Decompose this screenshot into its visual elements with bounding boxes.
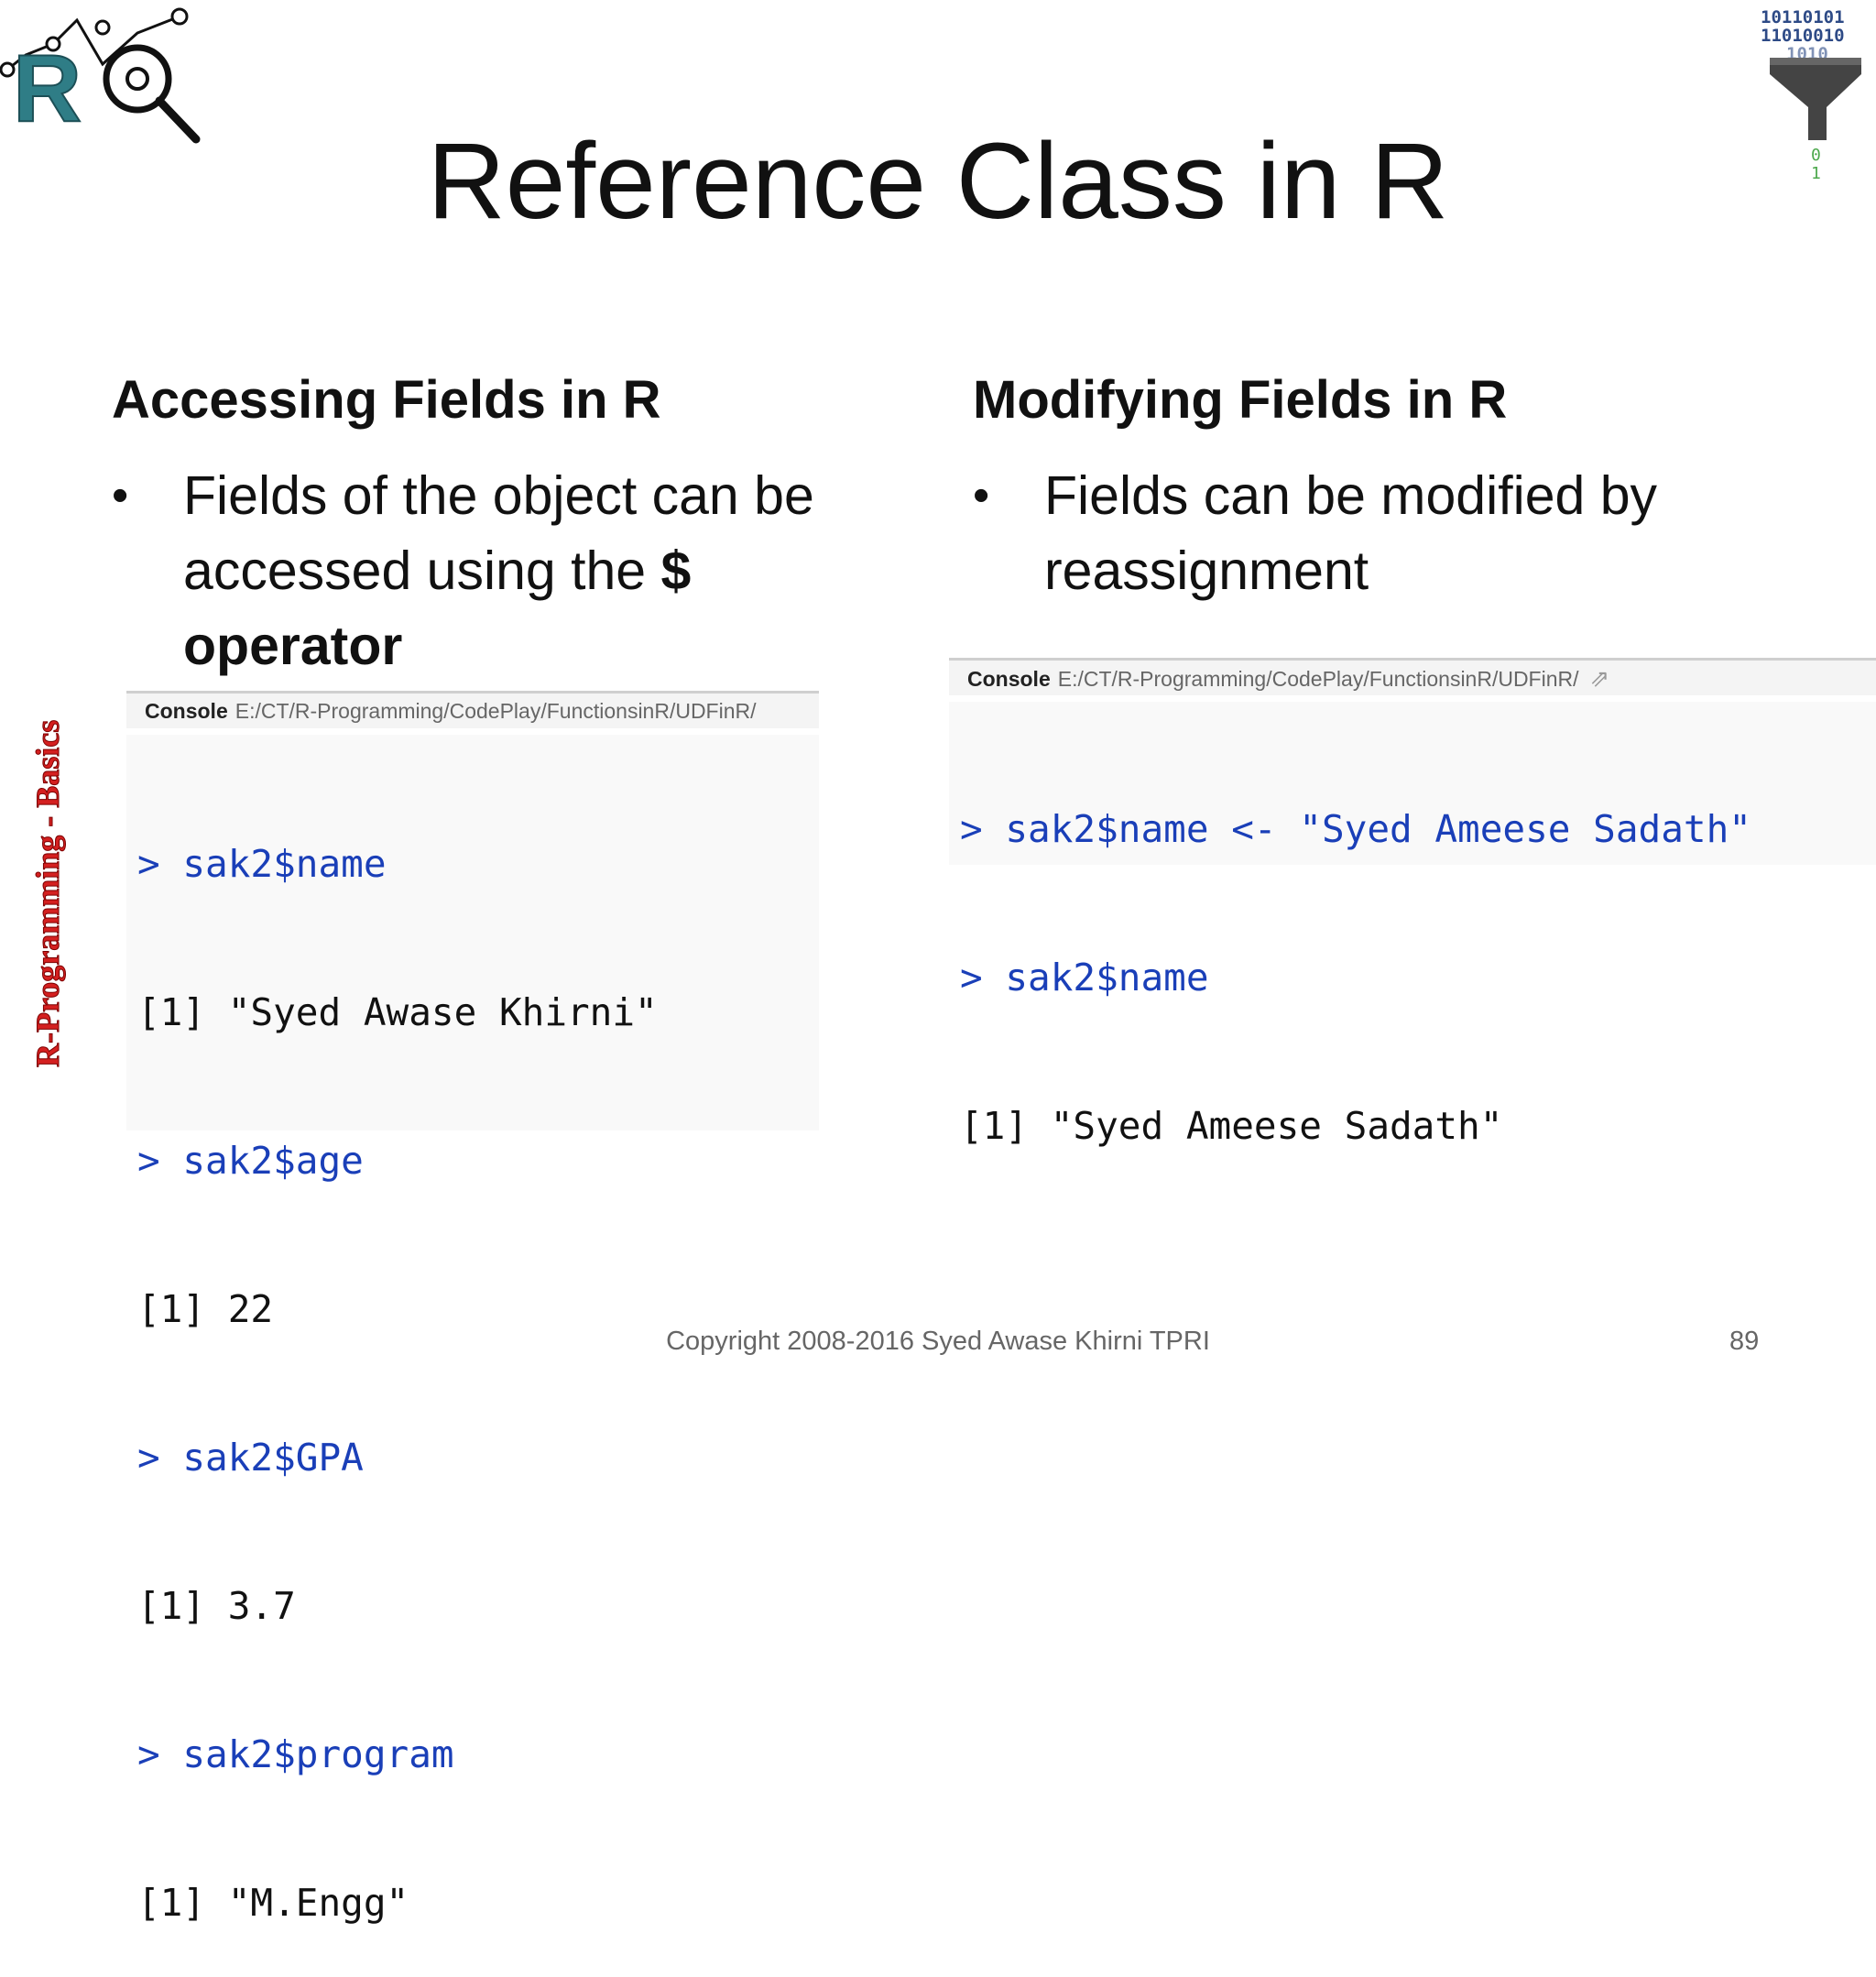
console-line: > sak2$name <- "Syed Ameese Sadath": [960, 807, 1751, 851]
binary-out-0: 0: [1811, 146, 1821, 165]
side-label-text: R-Programming - Basics: [29, 720, 66, 1067]
console-path: E:/CT/R-Programming/CodePlay/Functionsin…: [234, 699, 757, 723]
right-column-heading: Modifying Fields in R: [973, 370, 1508, 430]
bullet-dot-icon: •: [112, 469, 129, 522]
page-number: 89: [1729, 1327, 1760, 1356]
console-line: > sak2$name: [960, 956, 1209, 999]
side-watermark-label: R-Programming - Basics: [27, 650, 70, 1072]
left-console-output: > sak2$name [1] "Syed Awase Khirni" > sa…: [126, 735, 819, 1925]
left-bullet-text: Fields of the object can be accessed usi…: [183, 458, 916, 683]
left-bullet-plain: Fields of the object can be accessed usi…: [183, 465, 814, 601]
binary-out-1: 1: [1811, 164, 1821, 183]
console-line: > sak2$name: [137, 842, 387, 886]
left-bullet-item: • Fields of the object can be accessed u…: [112, 458, 881, 687]
console-line: [1] "Syed Awase Khirni": [137, 990, 658, 1034]
right-bullet-text: Fields can be modified by reassignment: [1044, 465, 1658, 601]
console-line: [1] "Syed Ameese Sadath": [960, 1104, 1503, 1148]
console-label: Console: [967, 667, 1051, 691]
binary-line-2: 11010010: [1761, 26, 1845, 46]
console-line: [1] "M.Engg": [137, 1881, 409, 1925]
svg-text:R: R: [13, 36, 82, 142]
console-path: E:/CT/R-Programming/CodePlay/Functionsin…: [1057, 667, 1579, 691]
share-arrow-icon: ⇗: [1589, 664, 1610, 692]
right-bullet-item: • Fields can be modified by reassignment: [973, 458, 1834, 614]
console-line: > sak2$GPA: [137, 1436, 364, 1480]
console-line: > sak2$program: [137, 1732, 454, 1776]
right-console-output: > sak2$name <- "Syed Ameese Sadath" > sa…: [949, 702, 1876, 1148]
footer-copyright: Copyright 2008-2016 Syed Awase Khirni TP…: [666, 1327, 1210, 1356]
console-label: Console: [145, 699, 228, 723]
binary-line-1: 10110101: [1761, 7, 1845, 27]
console-line: [1] 3.7: [137, 1584, 296, 1628]
left-bullet-emphasis: $ operator: [183, 541, 692, 676]
bullet-dot-icon: •: [973, 469, 990, 522]
console-line: [1] 22: [137, 1287, 274, 1331]
r-analytics-logo: R: [0, 0, 203, 148]
binary-funnel-logo: 10110101 11010010 1010 0 1: [1750, 5, 1873, 184]
slide-title: Reference Class in R: [427, 121, 1449, 242]
console-line: > sak2$age: [137, 1139, 364, 1183]
left-column-heading: Accessing Fields in R: [112, 370, 661, 430]
